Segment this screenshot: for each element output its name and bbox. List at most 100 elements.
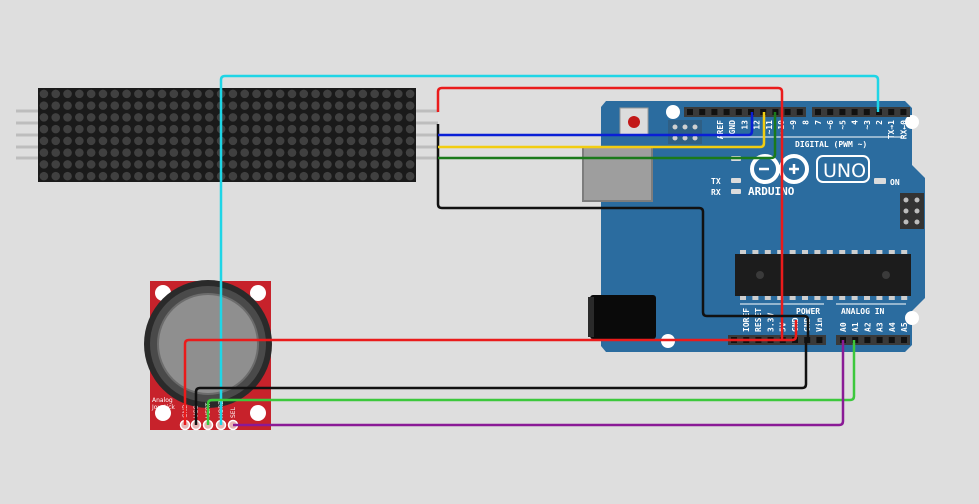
matrix-led <box>39 101 49 110</box>
matrix-led <box>311 124 320 134</box>
matrix-led <box>240 113 250 122</box>
matrix-led <box>311 113 320 122</box>
matrix-led <box>39 148 49 157</box>
arduino-brand-text: ARDUINO <box>748 185 795 198</box>
header-socket[interactable] <box>796 109 803 115</box>
matrix-led <box>193 136 202 146</box>
matrix-led <box>145 89 155 99</box>
matrix-led <box>299 101 309 110</box>
matrix-led <box>275 148 285 157</box>
matrix-led <box>287 160 297 169</box>
header-socket[interactable] <box>900 109 907 115</box>
header-socket[interactable] <box>901 337 907 343</box>
header-socket[interactable] <box>839 109 846 115</box>
header-socket[interactable] <box>687 109 693 115</box>
mounting-hole <box>155 405 171 421</box>
matrix-led <box>51 136 61 146</box>
matrix-led <box>204 136 214 146</box>
matrix-led <box>346 136 356 146</box>
matrix-led <box>275 124 285 134</box>
header-socket[interactable] <box>723 109 730 115</box>
matrix-led <box>110 148 120 157</box>
matrix-led <box>382 113 391 122</box>
matrix-led <box>358 124 368 134</box>
matrix-led <box>169 124 179 134</box>
reset-button-cap[interactable] <box>628 116 640 128</box>
header-socket[interactable] <box>815 109 821 115</box>
digital-pin-label: ~5 <box>838 120 847 130</box>
header-socket[interactable] <box>888 337 895 343</box>
header-socket[interactable] <box>735 109 742 115</box>
matrix-led <box>193 89 202 99</box>
matrix-led <box>358 160 368 169</box>
matrix-led <box>252 171 261 181</box>
digital-pin-label: AREF <box>716 120 725 139</box>
analog-pin-label: A5 <box>900 322 909 332</box>
wire-purple-joystick-to-a0[interactable] <box>233 340 845 427</box>
wire-black-joystick-gnd[interactable] <box>194 340 808 425</box>
digital-pin-header[interactable] <box>684 107 910 117</box>
header-socket[interactable] <box>784 109 791 115</box>
wire-lime-joystick-to-a1[interactable] <box>206 340 856 425</box>
matrix-led <box>264 160 273 169</box>
matrix-led <box>228 171 238 181</box>
matrix-led <box>157 171 167 181</box>
matrix-led <box>228 89 238 99</box>
matrix-led <box>382 124 391 134</box>
wire-blue-matrix-din[interactable] <box>438 112 754 137</box>
matrix-led <box>252 101 261 110</box>
header-socket[interactable] <box>863 109 870 115</box>
digital-pin-label: GND <box>728 120 737 135</box>
wire-green-matrix-clk[interactable] <box>438 112 777 160</box>
matrix-led <box>134 148 143 157</box>
matrix-led <box>181 113 190 122</box>
matrix-led <box>51 171 61 181</box>
wire-black-matrix-gnd[interactable] <box>436 124 810 340</box>
matrix-led <box>252 113 261 122</box>
matrix-led <box>86 148 96 157</box>
analog-pin-header[interactable] <box>836 335 910 345</box>
matrix-led <box>370 160 379 169</box>
led-matrix-module[interactable] <box>16 88 438 182</box>
header-socket[interactable] <box>864 337 871 343</box>
mounting-hole <box>250 405 266 421</box>
analog-pin-label: A0 <box>839 322 848 332</box>
header-socket[interactable] <box>699 109 706 115</box>
digital-pin-label: ~6 <box>826 120 835 130</box>
matrix-led <box>323 160 332 169</box>
matrix-led <box>169 148 179 157</box>
wire-red-matrix-vcc[interactable] <box>436 86 784 340</box>
matrix-led <box>86 113 96 122</box>
matrix-pin <box>16 121 38 125</box>
matrix-led <box>157 101 167 110</box>
header-socket[interactable] <box>827 109 834 115</box>
header-socket[interactable] <box>711 109 718 115</box>
matrix-led <box>204 89 214 99</box>
header-socket[interactable] <box>816 337 823 343</box>
mounting-hole <box>905 311 919 325</box>
wire-red-joystick-vcc[interactable] <box>183 320 798 425</box>
rx-label: RX <box>711 188 721 197</box>
matrix-led <box>264 136 273 146</box>
matrix-led <box>204 113 214 122</box>
digital-pin-label: 13 <box>740 120 749 130</box>
digital-pin-label: ~3 <box>863 120 872 130</box>
matrix-led <box>63 148 72 157</box>
matrix-led <box>145 160 155 169</box>
joystick-knob[interactable] <box>157 293 259 395</box>
atmega-microcontroller-chip <box>735 250 911 300</box>
matrix-led <box>299 89 309 99</box>
matrix-led <box>169 136 179 146</box>
header-socket[interactable] <box>851 109 858 115</box>
header-socket[interactable] <box>888 109 895 115</box>
matrix-led <box>311 101 320 110</box>
wire-cyan-joystick-to-d2[interactable] <box>219 74 880 425</box>
power-pin-label: RESET <box>754 308 763 332</box>
matrix-led <box>204 124 214 134</box>
wire-yellow-matrix-cs[interactable] <box>438 112 766 149</box>
header-socket[interactable] <box>876 337 883 343</box>
matrix-led <box>181 124 190 134</box>
reset-button[interactable] <box>619 107 649 136</box>
